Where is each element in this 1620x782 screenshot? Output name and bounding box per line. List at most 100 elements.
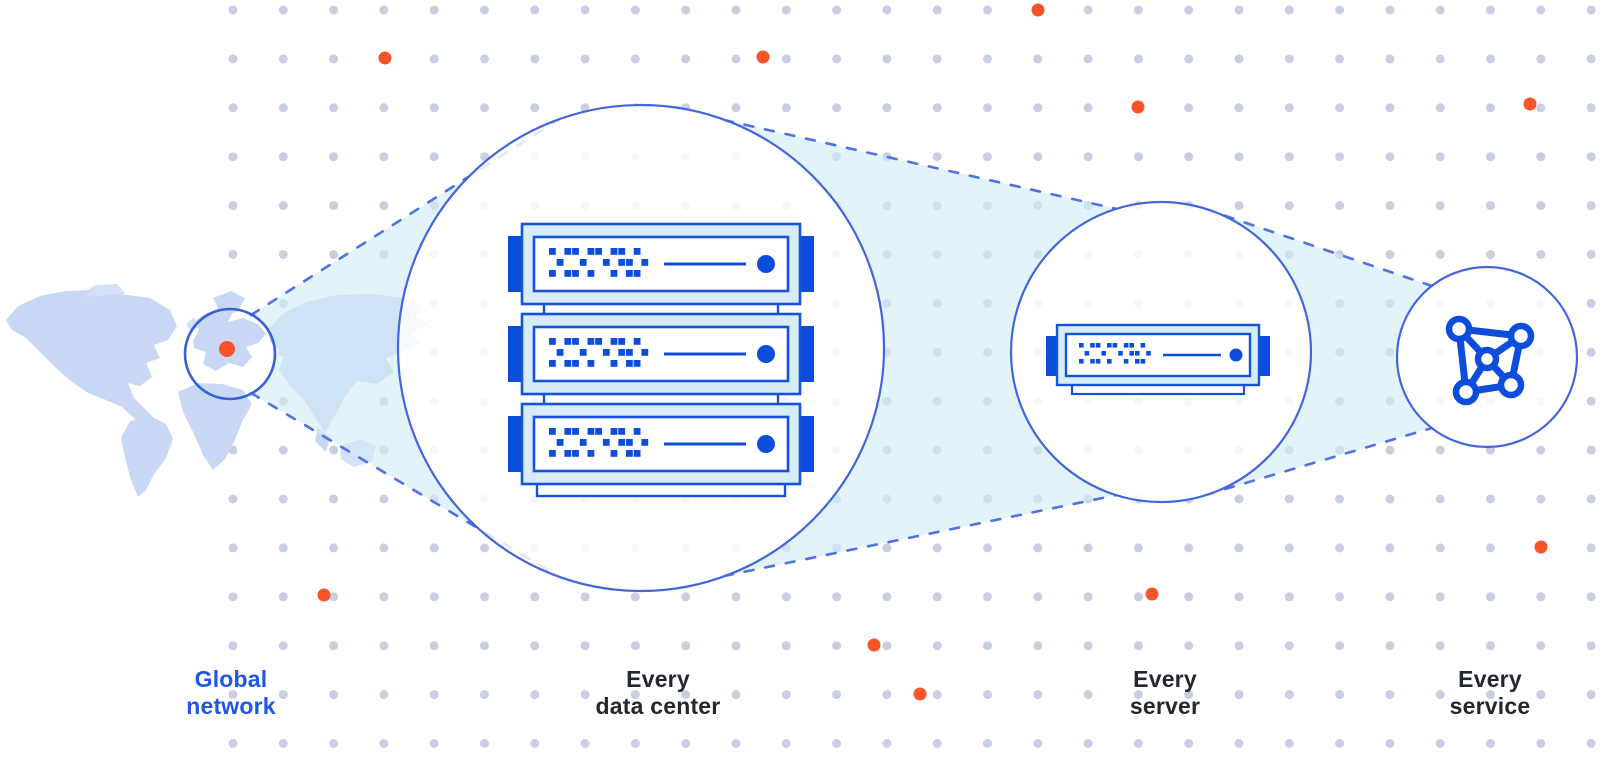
grid-dot	[1234, 152, 1244, 162]
rack-ear-right	[798, 416, 814, 472]
grid-dot	[1536, 5, 1546, 15]
grid-dot	[1335, 592, 1345, 602]
server-pattern-dot	[1129, 343, 1134, 348]
grid-dot	[1586, 298, 1596, 308]
server-led	[1229, 348, 1243, 362]
map-highlight-circle	[183, 307, 277, 401]
grid-dot	[228, 5, 238, 15]
grid-dot	[832, 592, 842, 602]
grid-dot	[1284, 201, 1294, 211]
server-pattern-dot	[1095, 359, 1101, 364]
server-pattern-dot	[618, 349, 626, 356]
grid-dot	[278, 54, 288, 64]
grid-dot	[228, 152, 238, 162]
server-pattern-dot	[1135, 359, 1140, 364]
zoom-cone-datacenter-to-server	[724, 120, 1117, 576]
grid-dot	[379, 690, 389, 700]
server-pattern-dot	[1140, 359, 1146, 364]
grid-dot	[1586, 543, 1596, 553]
grid-dot	[1586, 54, 1596, 64]
zoom-cones	[251, 120, 1432, 576]
grid-dot	[329, 152, 339, 162]
grid-dot	[1234, 690, 1244, 700]
grid-dot	[329, 739, 339, 748]
grid-dot	[278, 250, 288, 259]
mesh-node	[1497, 371, 1525, 399]
grid-dot	[278, 641, 288, 651]
caption-line: Every	[626, 666, 690, 692]
grid-dot	[1284, 5, 1294, 15]
grid-dot	[1385, 641, 1395, 651]
accent-dot	[1145, 587, 1159, 601]
grid-dot	[1133, 54, 1143, 64]
zoom-cone-map-to-datacenter	[251, 120, 558, 576]
grid-dot	[1486, 201, 1495, 211]
grid-dot	[429, 103, 439, 113]
zoom-cone-server-to-service	[1205, 209, 1432, 495]
grid-dot	[1435, 690, 1445, 700]
grid-dot	[630, 739, 640, 748]
grid-dot	[228, 592, 238, 602]
grid-dot	[429, 543, 439, 553]
server-pattern-dot	[1090, 359, 1095, 364]
grid-dot	[882, 543, 892, 553]
grid-dot	[1133, 739, 1143, 748]
rack-unit	[508, 222, 814, 306]
grid-dot	[1385, 103, 1395, 113]
server-pattern-dot	[587, 248, 595, 255]
server-pattern-dot	[618, 248, 626, 255]
grid-dot	[681, 5, 691, 15]
server-pattern-dot	[1095, 343, 1101, 348]
server-pattern-dot	[579, 349, 587, 356]
server-pattern-dot	[549, 428, 556, 435]
grid-dot	[278, 5, 288, 15]
grid-dot	[1184, 690, 1194, 700]
accent-dot	[317, 588, 331, 602]
grid-dot	[1184, 592, 1194, 602]
server-pattern-dot	[626, 270, 633, 277]
grid-dot	[1234, 641, 1244, 651]
grid-dot	[1234, 103, 1244, 113]
grid-dot	[1536, 152, 1546, 162]
caption-line: network	[186, 693, 276, 719]
grid-dot	[379, 201, 389, 211]
grid-dot	[1435, 152, 1445, 162]
server-pattern-dot	[633, 360, 641, 367]
server-pattern-dot	[602, 349, 610, 356]
server-pattern-dot	[564, 428, 572, 435]
grid-dot	[1033, 690, 1043, 700]
grid-dot	[932, 641, 942, 651]
rack-unit	[508, 402, 814, 486]
map-north-america	[6, 290, 177, 428]
grid-dot	[530, 641, 540, 651]
grid-dot	[1234, 739, 1244, 748]
grid-dot	[329, 690, 339, 700]
grid-dot	[1586, 5, 1596, 15]
grid-dot	[932, 543, 942, 553]
grid-dot	[1335, 690, 1345, 700]
grid-dot	[781, 5, 791, 15]
grid-dot	[429, 152, 439, 162]
grid-dot	[379, 5, 389, 15]
accent-dot	[1534, 540, 1548, 554]
mesh-node	[1452, 378, 1480, 406]
grid-dot	[832, 103, 842, 113]
grid-dot	[480, 739, 489, 748]
accent-dot	[756, 50, 770, 64]
grid-dot	[1083, 739, 1093, 748]
grid-dot	[480, 103, 489, 113]
grid-dot	[932, 739, 942, 748]
grid-dot	[832, 5, 842, 15]
grid-dot	[1335, 5, 1345, 15]
grid-dot	[1435, 592, 1445, 602]
grid-dot	[1385, 690, 1395, 700]
grid-dot	[781, 103, 791, 113]
grid-dot	[480, 5, 489, 15]
server-pattern-dot	[626, 450, 633, 457]
grid-dot	[429, 5, 439, 15]
grid-dot	[379, 103, 389, 113]
grid-dot	[1284, 690, 1294, 700]
grid-dot	[379, 494, 389, 504]
grid-dot	[228, 250, 238, 259]
server-pattern-dot	[564, 360, 572, 367]
